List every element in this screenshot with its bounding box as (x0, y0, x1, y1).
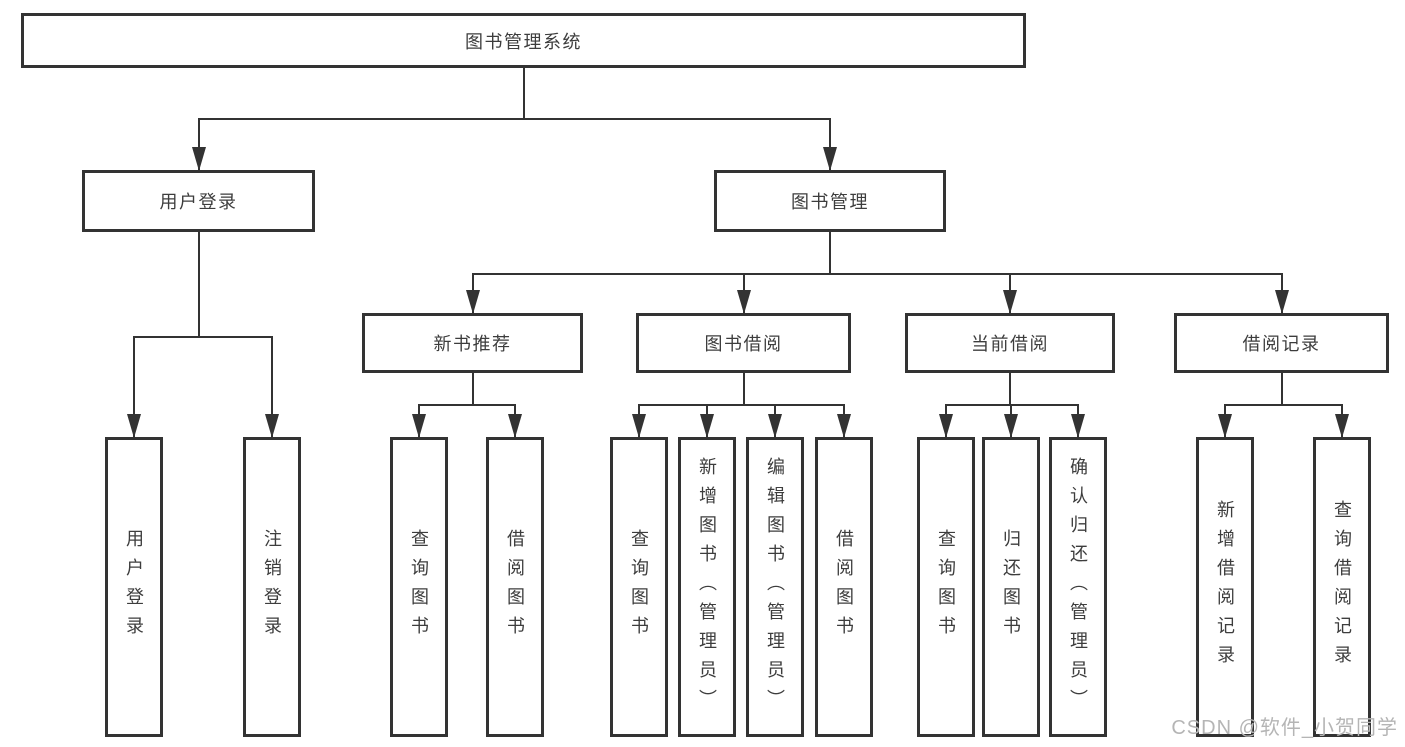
node-label: 图书管理系统 (465, 31, 582, 52)
node-label: 注销登录 (262, 529, 282, 645)
node-user-login: 用户登录 (82, 170, 315, 232)
node-book-mgmt: 图书管理 (714, 170, 946, 232)
arrow-down-icon (823, 147, 837, 171)
node-recommend-borrow-book: 借阅图书 (486, 437, 544, 737)
connector-line (471, 373, 474, 406)
node-label: 当前借阅 (971, 334, 1049, 354)
arrow-down-icon (736, 290, 751, 314)
node-label: 图书借阅 (704, 334, 783, 354)
node-label: 借阅记录 (1242, 334, 1321, 354)
connector-line (638, 404, 845, 406)
node-current-confirm-return: 确认归还（管理员） (1049, 437, 1107, 737)
connector-line (742, 373, 745, 406)
node-current-borrow: 当前借阅 (905, 313, 1115, 373)
node-label: 用户登录 (124, 529, 144, 645)
arrow-down-icon (700, 414, 714, 438)
node-label: 新书推荐 (433, 334, 512, 354)
node-label: 归还图书 (1001, 529, 1021, 645)
arrow-down-icon (1274, 290, 1289, 314)
arrow-down-icon (1218, 414, 1232, 438)
connector-line (197, 118, 200, 170)
arrow-down-icon (191, 147, 206, 171)
node-label: 新增图书（管理员） (697, 456, 717, 718)
connector-line (471, 273, 1283, 275)
arrow-down-icon (265, 414, 279, 438)
connector-line (829, 118, 831, 170)
arrow-down-icon (939, 414, 953, 438)
connector-line (1009, 373, 1011, 406)
node-label: 查询图书 (936, 529, 956, 645)
node-login-user: 用户登录 (105, 437, 163, 737)
node-label: 查询借阅记录 (1332, 500, 1352, 674)
node-current-return-book: 归还图书 (982, 437, 1040, 737)
connector-line (522, 68, 525, 120)
connector-line (945, 404, 1079, 406)
node-label: 查询图书 (409, 529, 429, 645)
node-login-logout: 注销登录 (243, 437, 301, 737)
node-borrow-query-book: 查询图书 (610, 437, 668, 737)
connector-line (418, 404, 516, 406)
node-records-query-record: 查询借阅记录 (1313, 437, 1371, 737)
node-label: 编辑图书（管理员） (765, 456, 785, 718)
arrow-down-icon (127, 414, 141, 438)
node-label: 新增借阅记录 (1215, 500, 1235, 674)
arrow-down-icon (837, 414, 851, 438)
arrow-down-icon (1004, 414, 1018, 438)
node-label: 查询图书 (629, 529, 649, 645)
arrow-down-icon (632, 414, 646, 438)
node-new-book-recommend: 新书推荐 (362, 313, 583, 373)
node-label: 借阅图书 (834, 529, 854, 645)
arrow-down-icon (768, 414, 782, 438)
node-records-add-record: 新增借阅记录 (1196, 437, 1254, 737)
node-book-borrow: 图书借阅 (636, 313, 851, 373)
node-recommend-query-book: 查询图书 (390, 437, 448, 737)
node-borrow-records: 借阅记录 (1174, 313, 1389, 373)
connector-line (133, 336, 273, 338)
connector-line (271, 336, 273, 437)
connector-line (133, 336, 135, 437)
node-label: 用户登录 (159, 192, 238, 212)
arrow-down-icon (1071, 414, 1085, 438)
node-borrow-borrow-book: 借阅图书 (815, 437, 873, 737)
node-label: 确认归还（管理员） (1068, 456, 1088, 718)
node-borrow-add-book: 新增图书（管理员） (678, 437, 736, 737)
arrow-down-icon (1335, 414, 1349, 438)
connector-line (829, 232, 831, 275)
connector-line (1224, 404, 1343, 406)
node-root: 图书管理系统 (21, 13, 1026, 68)
node-label: 借阅图书 (505, 529, 525, 645)
arrow-down-icon (1003, 290, 1017, 314)
node-current-query-book: 查询图书 (917, 437, 975, 737)
connector-line (197, 118, 831, 120)
connector-line (1280, 373, 1283, 406)
arrow-down-icon (508, 414, 522, 438)
watermark: CSDN @软件_小贺同学 (1171, 717, 1398, 739)
arrow-down-icon (465, 290, 480, 314)
arrow-down-icon (412, 414, 426, 438)
connector-line (197, 232, 200, 338)
node-label: 图书管理 (791, 192, 869, 212)
node-borrow-edit-book: 编辑图书（管理员） (746, 437, 804, 737)
